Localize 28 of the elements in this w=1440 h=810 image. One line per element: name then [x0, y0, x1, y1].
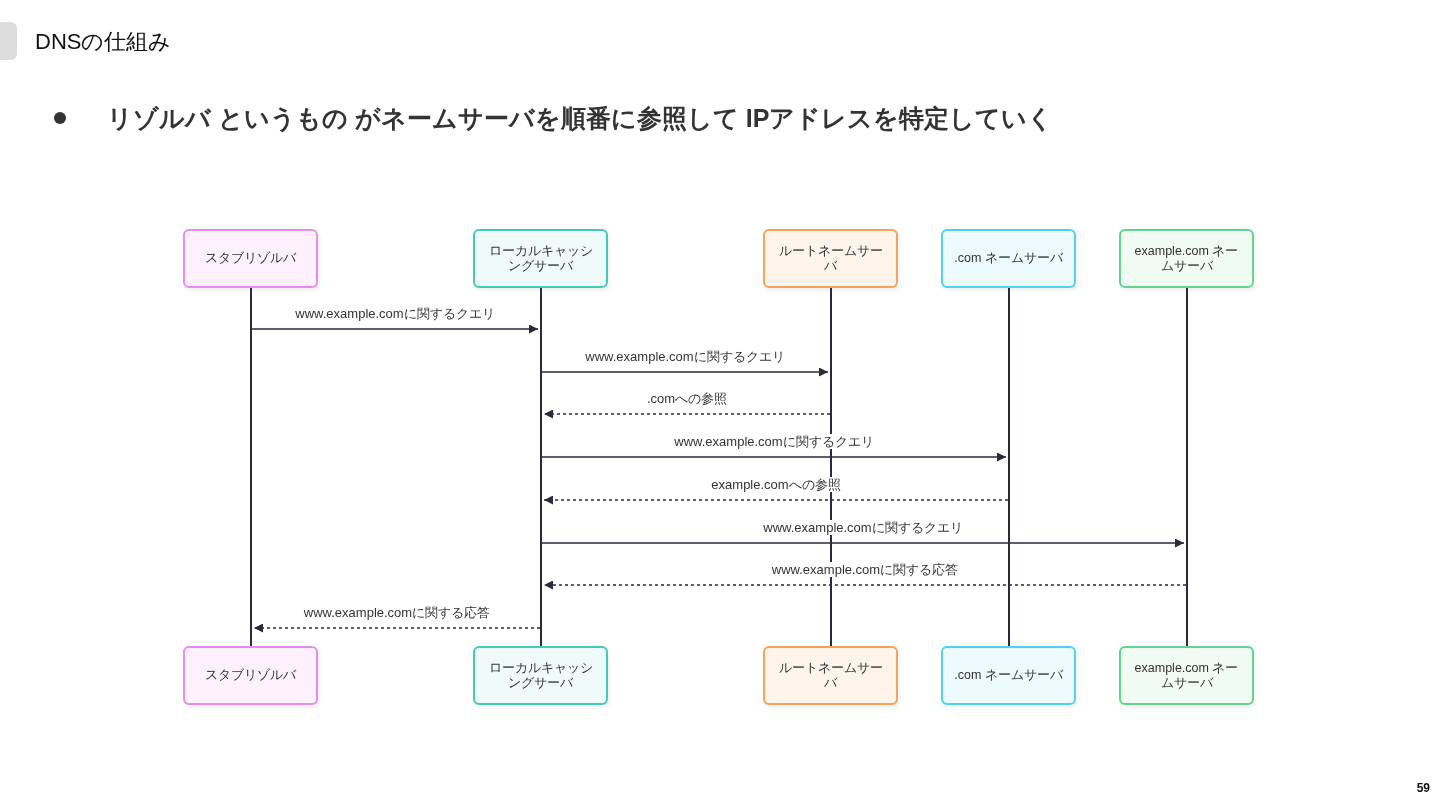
lifeline — [1186, 288, 1188, 646]
message-label: www.example.comに関する応答 — [769, 562, 961, 577]
participant-box: ローカルキャッシングサーバ — [473, 646, 608, 705]
participant-box: example.com ネームサーバ — [1119, 229, 1254, 288]
message-arrow — [543, 495, 1009, 505]
message-label: example.comへの参照 — [709, 477, 843, 492]
lifeline — [540, 288, 542, 646]
message-arrow — [541, 367, 829, 377]
participant-box: スタブリゾルバ — [183, 229, 318, 288]
participant-box: スタブリゾルバ — [183, 646, 318, 705]
message-arrow — [543, 409, 831, 419]
participant-box: example.com ネームサーバ — [1119, 646, 1254, 705]
participant-box: .com ネームサーバ — [941, 646, 1076, 705]
page-number: 59 — [1416, 781, 1430, 795]
message-arrow — [251, 324, 539, 334]
lifeline — [250, 288, 252, 646]
message-arrow — [543, 580, 1187, 590]
message-arrow — [541, 452, 1007, 462]
participant-box: ローカルキャッシングサーバ — [473, 229, 608, 288]
slide-title: DNSの仕組み — [35, 28, 172, 56]
participant-box: ルートネームサーバ — [763, 229, 898, 288]
bullet-text: リゾルバ というもの がネームサーバを順番に参照して IPアドレスを特定していく — [107, 103, 1054, 134]
message-arrow — [253, 623, 541, 633]
lifeline — [1008, 288, 1010, 646]
participant-box: .com ネームサーバ — [941, 229, 1076, 288]
message-label: www.example.comに関する応答 — [301, 605, 493, 620]
message-arrow — [541, 538, 1185, 548]
participant-box: ルートネームサーバ — [763, 646, 898, 705]
